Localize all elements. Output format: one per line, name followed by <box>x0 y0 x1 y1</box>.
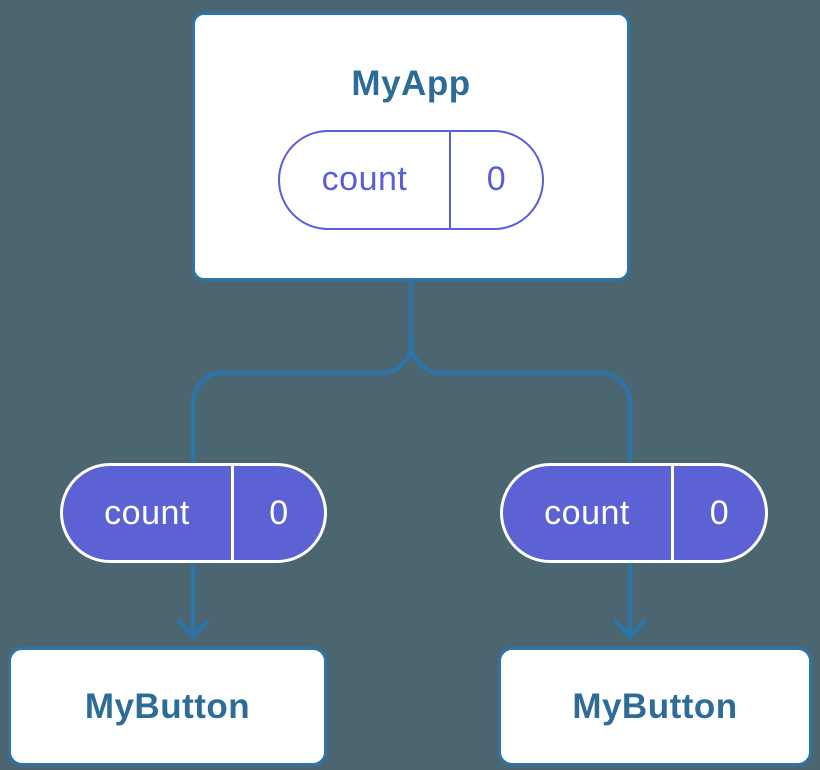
down-arrowhead-left-icon <box>176 618 210 641</box>
node-mybutton-right-title: MyButton <box>572 686 738 726</box>
connector-left-branch <box>190 281 414 633</box>
state-pill-root: count 0 <box>278 129 544 230</box>
prop-pill-right-key: count <box>503 466 674 560</box>
state-pill-root-key: count <box>280 131 451 228</box>
down-arrowhead-right-icon <box>613 618 647 641</box>
prop-pill-left-value: 0 <box>269 493 289 532</box>
node-myapp: MyApp count 0 <box>192 12 630 281</box>
connector-right-branch <box>408 342 633 633</box>
node-mybutton-left: MyButton <box>8 647 327 766</box>
node-myapp-title: MyApp <box>351 63 471 103</box>
prop-pill-right: count 0 <box>500 463 768 563</box>
prop-pill-left-key: count <box>63 466 234 560</box>
prop-pill-right-value: 0 <box>709 493 730 532</box>
state-pill-root-value: 0 <box>486 160 507 198</box>
prop-pill-left: count 0 <box>60 463 327 563</box>
node-mybutton-right: MyButton <box>498 647 812 766</box>
node-mybutton-left-title: MyButton <box>84 686 251 726</box>
